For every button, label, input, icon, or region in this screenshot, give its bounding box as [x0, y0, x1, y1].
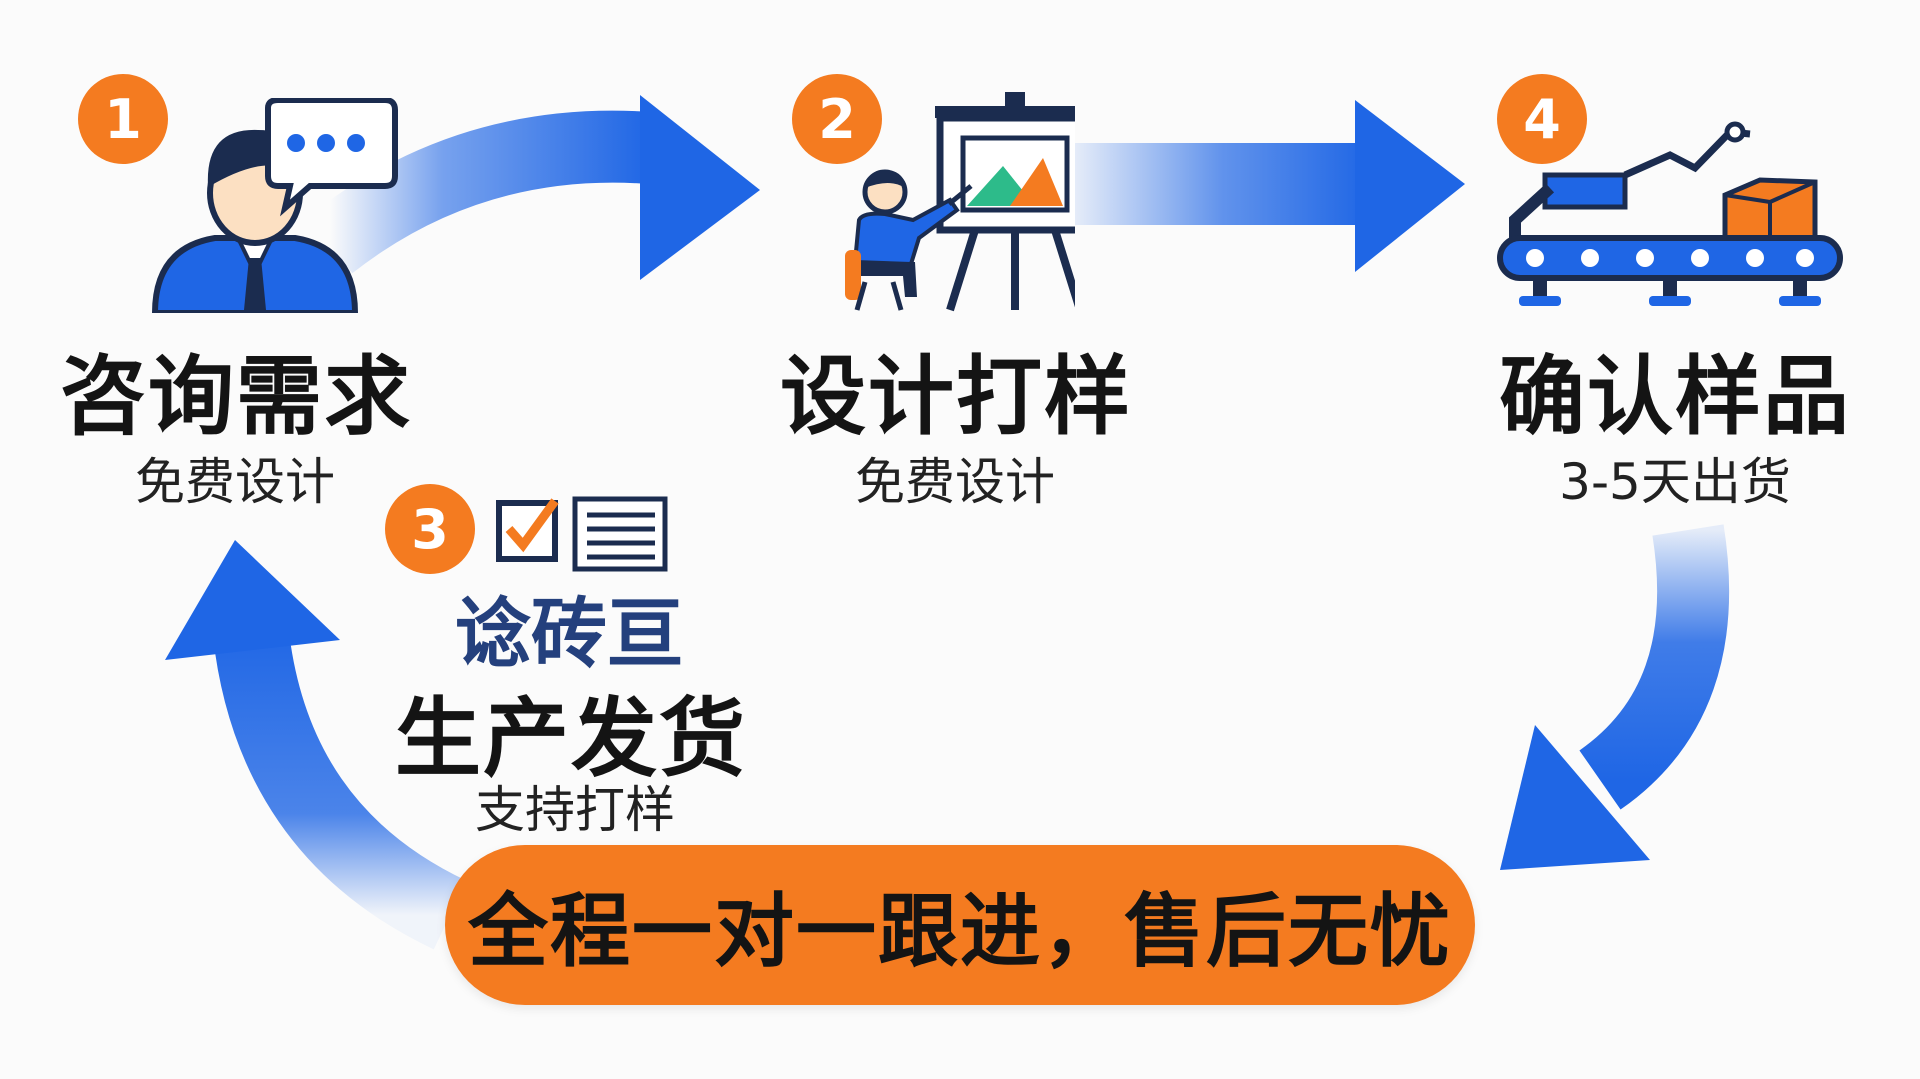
- step-3-subtitle: 支持打样: [475, 781, 675, 839]
- step-2-badge: 2: [792, 74, 882, 164]
- step-2-number: 2: [818, 87, 856, 151]
- arrow-consult-to-design: [307, 95, 760, 280]
- step-3-badge: 3: [385, 484, 475, 574]
- step-2-title: 设计打样: [780, 347, 1132, 447]
- service-banner: 全程一对一跟进，售后无忧: [445, 845, 1475, 1005]
- designer-easel-icon: [845, 92, 1075, 312]
- step-1-subtitle: 免费设计: [135, 453, 335, 511]
- arrow-confirm-to-banner: [1500, 524, 1730, 870]
- step-3-number: 3: [411, 497, 449, 561]
- step-1-number: 1: [104, 87, 142, 151]
- step-2-subtitle: 免费设计: [855, 453, 1055, 511]
- checklist-document-icon: [496, 496, 668, 572]
- step-4-badge: 4: [1497, 74, 1587, 164]
- step-1-title: 咨询需求: [60, 347, 412, 447]
- consultant-chat-icon: [151, 98, 398, 313]
- conveyor-production-icon: [1497, 121, 1843, 306]
- step-4-number: 4: [1523, 87, 1561, 151]
- arrow-production-to-consult: [165, 540, 467, 950]
- step-3-title: 生产发货: [395, 689, 747, 789]
- arrow-design-to-confirm: [1075, 100, 1465, 272]
- step-4-subtitle: 3-5天出货: [1559, 453, 1791, 511]
- step-3-label: 谂砖亘: [455, 589, 683, 678]
- step-1-badge: 1: [78, 74, 168, 164]
- step-4-title: 确认样品: [1499, 347, 1851, 447]
- service-banner-text: 全程一对一跟进，售后无忧: [468, 885, 1452, 978]
